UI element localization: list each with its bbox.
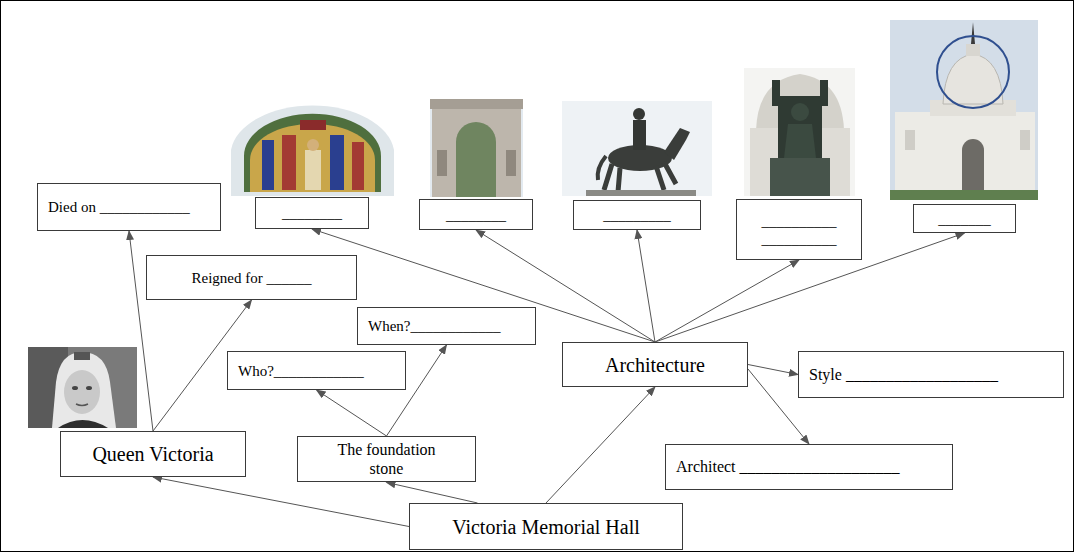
illustration-part (586, 190, 696, 196)
illustration-part (52, 352, 116, 428)
arrow-connector (637, 230, 655, 342)
text-box: Who?____________ (227, 351, 406, 390)
text-box: ________ (419, 199, 533, 230)
queen-portrait (28, 347, 137, 428)
text-box: Died on ____________ (37, 183, 221, 231)
illustration-part (784, 124, 816, 158)
illustration-part (456, 122, 496, 197)
illustration-part (506, 150, 516, 176)
box-text: Queen Victoria (92, 442, 213, 466)
illustration-part (633, 120, 646, 150)
illustration-part (770, 158, 830, 196)
illustration-part (262, 140, 274, 190)
arrow-connector (387, 482, 478, 503)
illustration-part (962, 139, 984, 192)
box-text: __________ (762, 230, 837, 248)
text-box: ____________________ (736, 199, 862, 260)
illustration-part (1020, 130, 1030, 150)
illustration-part (664, 128, 690, 160)
arrow-connector (748, 365, 798, 375)
arrow-connector (655, 260, 799, 342)
box-text: The foundation stone (322, 440, 452, 478)
illustration-part (772, 80, 780, 106)
box-text: Style ___________________ (809, 365, 998, 384)
illustration-part (64, 370, 100, 414)
text-box: Architecture (562, 342, 748, 387)
text-box: _________ (573, 200, 701, 230)
illustration-part (943, 54, 1003, 104)
text-box: _______ (913, 204, 1016, 233)
illustration-part (76, 404, 88, 406)
illustration-part (562, 101, 712, 196)
memorial-building (890, 20, 1038, 200)
illustration-part (966, 44, 980, 56)
illustration-part (300, 120, 326, 130)
illustration-part (250, 124, 375, 192)
text-box: Queen Victoria (60, 431, 246, 477)
arrow-connector (317, 390, 387, 436)
illustration-part (905, 130, 915, 150)
box-text: __________ (762, 212, 837, 230)
illustration-part (430, 99, 523, 197)
illustration-part (820, 80, 828, 106)
seated-statue (744, 68, 855, 196)
illustration-part (305, 150, 321, 190)
box-text: _______ (938, 210, 991, 228)
illustration-part (28, 347, 137, 428)
illustration-part (937, 36, 1009, 108)
text-box: Architect ____________________ (665, 444, 953, 490)
illustration-part (890, 20, 1038, 200)
illustration-part (604, 162, 676, 192)
text-box: ________ (255, 197, 369, 229)
illustration-part (307, 139, 319, 151)
illustration-part (432, 102, 521, 197)
illustration-part (352, 142, 364, 190)
illustration-part (282, 135, 296, 190)
illustration-part (598, 156, 606, 180)
text-box: Style ___________________ (798, 351, 1064, 398)
illustration-part (890, 190, 1038, 200)
illustration-part (437, 150, 447, 176)
box-text: ________ (282, 204, 342, 222)
box-text: When?____________ (368, 317, 500, 335)
memorial-arch (430, 99, 523, 197)
text-box: Reigned for ______ (146, 255, 357, 300)
box-text: Architecture (605, 353, 705, 377)
illustration-part (330, 135, 344, 190)
text-box: Victoria Memorial Hall (409, 503, 683, 550)
mosaic-lunette (231, 106, 394, 196)
illustration-part (72, 386, 78, 390)
box-text: Reigned for ______ (192, 269, 312, 287)
illustration-part (971, 22, 975, 44)
illustration-part (231, 106, 394, 196)
text-box: The foundation stone (297, 436, 476, 482)
illustration-part (633, 108, 645, 120)
box-text: Who?____________ (238, 362, 364, 380)
box-text: Died on ____________ (48, 198, 190, 216)
illustration-part (791, 103, 809, 121)
illustration-part (744, 68, 855, 196)
equestrian-statue (562, 101, 712, 196)
box-text: _________ (603, 206, 671, 224)
text-box: When?____________ (357, 307, 536, 345)
illustration-part (244, 114, 381, 192)
illustration-part (58, 420, 108, 428)
illustration-part (895, 112, 1035, 192)
illustration-part (430, 99, 523, 109)
illustration-part (778, 96, 822, 158)
arrow-connector (546, 387, 655, 503)
arrow-connector (153, 477, 409, 527)
box-text: Architect ____________________ (676, 457, 900, 476)
illustration-part (86, 386, 92, 390)
box-text: ________ (446, 206, 506, 224)
box-text: Victoria Memorial Hall (452, 515, 640, 539)
illustration-part (74, 352, 90, 360)
